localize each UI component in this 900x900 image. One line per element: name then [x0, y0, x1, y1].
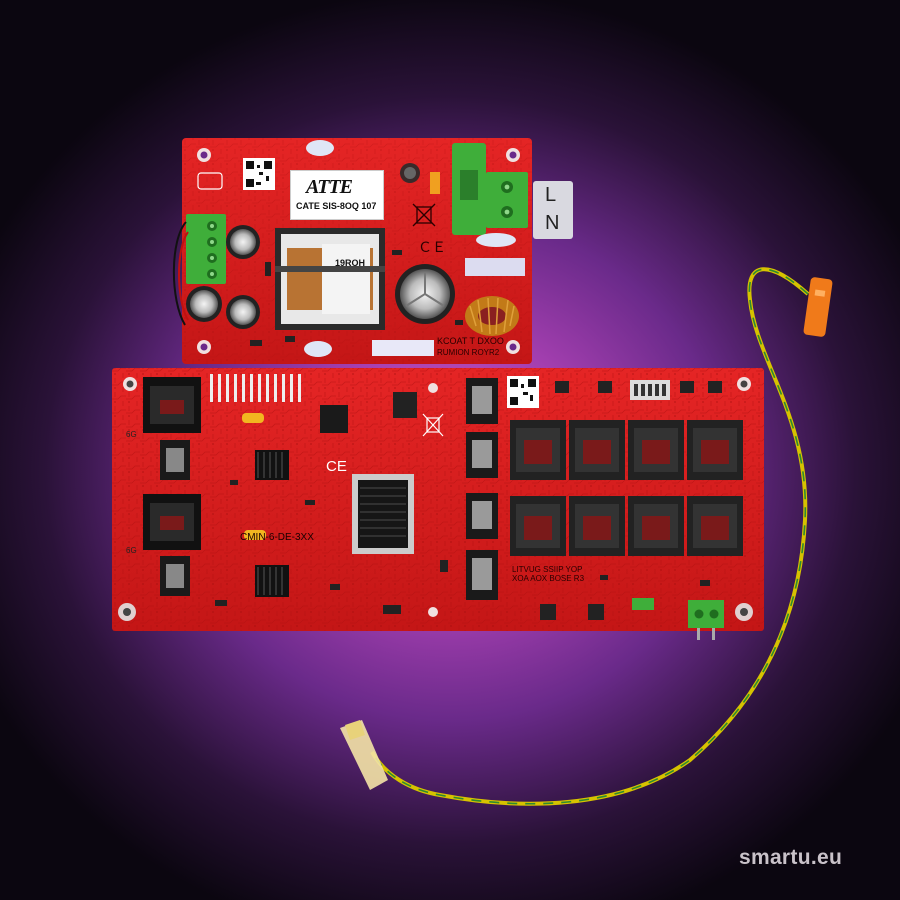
main-board-marking-2: LITVUG SSIIP YOP	[512, 565, 583, 574]
main-ce-mark: CE	[326, 458, 347, 475]
main-board-marking-1: CMIN-6-DE-3XX	[240, 532, 314, 543]
wire-clamp	[803, 277, 833, 337]
main-board-marking-3: XOA AOX BOSE R3	[512, 574, 585, 583]
lan-port-2	[569, 420, 625, 480]
lan-port-1	[510, 420, 566, 480]
uplink-port-2	[143, 494, 201, 550]
psu-marking-1: KCOAT T DXOO	[437, 336, 504, 346]
terminal-l-label: L	[545, 184, 557, 206]
controller-chip	[320, 405, 348, 433]
crossed-bin-icon	[412, 203, 436, 227]
lan-port-5	[510, 496, 566, 556]
ground-wire	[340, 267, 833, 806]
psu-output-terminal	[186, 214, 226, 284]
psu-marking-2: RUMION ROYR2	[437, 348, 500, 357]
lan-port-4	[687, 420, 743, 480]
uplink-port-1	[143, 377, 201, 433]
lan-port-6	[569, 496, 625, 556]
lan-port-8	[687, 496, 743, 556]
power-input-terminal	[688, 600, 724, 628]
psu-board: ＣＥ	[172, 138, 532, 364]
brand-label-plate	[290, 170, 384, 220]
main-crossed-bin	[422, 413, 444, 437]
psu-model-label: CATE SIS-8OQ 107	[296, 201, 377, 211]
port-label-2: 6G	[126, 546, 137, 555]
lan-port-7	[628, 496, 684, 556]
terminal-label-plate	[533, 181, 573, 239]
watermark: smartu.eu	[739, 846, 843, 869]
transformer-label: 19ROH	[335, 258, 366, 268]
port-label-1: 6G	[126, 430, 137, 439]
brand-logo: ATTE	[306, 176, 353, 198]
main-switch-board: CE	[112, 368, 764, 640]
ce-mark-icon: ＣＥ	[418, 239, 446, 255]
lan-port-3	[628, 420, 684, 480]
terminal-n-label: N	[545, 212, 560, 234]
